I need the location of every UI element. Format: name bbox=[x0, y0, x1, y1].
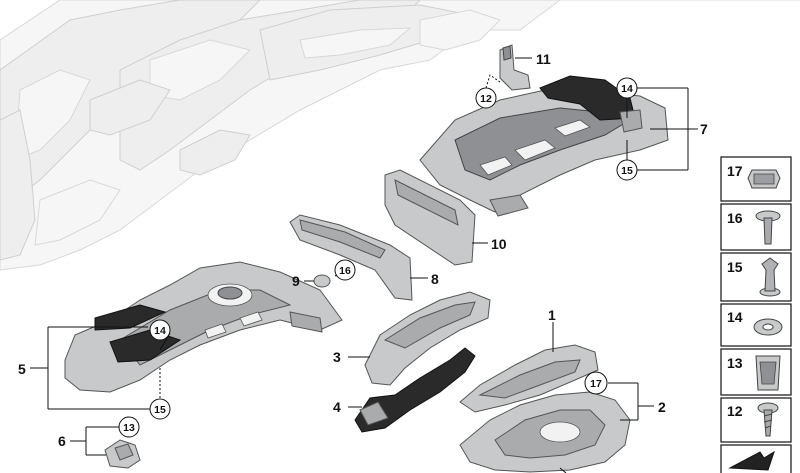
circle-17: 17 bbox=[584, 371, 608, 395]
part-6-clip bbox=[104, 439, 141, 469]
legend-item-14: 14 bbox=[720, 303, 792, 347]
callout-circles: 12 14 15 16 14 15 13 17 bbox=[118, 77, 638, 438]
svg-text:14: 14 bbox=[621, 83, 633, 95]
legend-item-17: 17 bbox=[720, 156, 792, 202]
part-4-trim-strip bbox=[354, 347, 476, 433]
push-pin-icon bbox=[759, 257, 781, 297]
part-9-plug bbox=[313, 274, 331, 288]
part-8-knee-panel bbox=[289, 214, 413, 301]
svg-text:17: 17 bbox=[727, 163, 743, 179]
svg-text:13: 13 bbox=[123, 422, 135, 434]
callout-10: 10 bbox=[491, 236, 507, 252]
part-10-side-panel bbox=[384, 169, 476, 266]
part-11-bracket bbox=[499, 44, 531, 91]
svg-text:17: 17 bbox=[590, 378, 602, 390]
callout-11: 11 bbox=[536, 51, 551, 67]
circle-16: 16 bbox=[334, 259, 356, 281]
svg-text:13: 13 bbox=[727, 355, 743, 371]
callout-numbers: 11 7 10 8 9 5 6 3 4 1 2 bbox=[18, 51, 708, 449]
legend-item-13: 13 bbox=[720, 348, 792, 396]
callout-5: 5 bbox=[18, 361, 26, 377]
svg-text:16: 16 bbox=[339, 265, 351, 277]
legend: 17 16 15 14 bbox=[720, 156, 792, 473]
legend-item-partial bbox=[720, 444, 792, 473]
svg-text:12: 12 bbox=[727, 403, 743, 419]
callout-4: 4 bbox=[333, 399, 341, 415]
arrow-icon bbox=[728, 450, 775, 471]
callout-3: 3 bbox=[333, 349, 341, 365]
dashboard-frame-ghost bbox=[0, 0, 800, 271]
svg-text:15: 15 bbox=[621, 165, 633, 177]
callout-6: 6 bbox=[58, 433, 66, 449]
legend-item-12: 12 bbox=[720, 397, 792, 443]
callout-8: 8 bbox=[431, 271, 439, 287]
svg-text:14: 14 bbox=[154, 325, 166, 337]
part-1-upper-shroud bbox=[459, 344, 599, 413]
legend-item-15: 15 bbox=[720, 252, 792, 302]
legend-item-16: 16 bbox=[720, 203, 792, 251]
part-3-trim bbox=[364, 291, 491, 386]
circle-15-left: 15 bbox=[149, 398, 171, 420]
circle-14-top: 14 bbox=[616, 77, 638, 99]
circle-12: 12 bbox=[475, 87, 497, 109]
svg-text:12: 12 bbox=[480, 93, 492, 105]
washer-icon bbox=[753, 318, 783, 336]
circle-14-left: 14 bbox=[149, 319, 171, 341]
callout-lines bbox=[30, 57, 698, 473]
callout-9: 9 bbox=[292, 273, 300, 289]
expanding-rivet-icon bbox=[755, 210, 781, 245]
circle-13: 13 bbox=[118, 416, 140, 438]
svg-text:16: 16 bbox=[727, 210, 743, 226]
spring-clip-icon bbox=[755, 355, 781, 391]
screw-icon bbox=[757, 402, 779, 437]
circle-15-top: 15 bbox=[616, 159, 638, 181]
svg-text:15: 15 bbox=[154, 404, 166, 416]
svg-text:15: 15 bbox=[727, 259, 743, 275]
svg-text:14: 14 bbox=[727, 309, 743, 325]
part-2-lower-shroud bbox=[459, 391, 631, 473]
callout-2: 2 bbox=[658, 399, 666, 415]
clip-nut-icon bbox=[747, 169, 781, 189]
callout-7: 7 bbox=[700, 121, 708, 137]
part-7-trim-panel bbox=[419, 75, 669, 217]
callout-1: 1 bbox=[548, 307, 556, 323]
